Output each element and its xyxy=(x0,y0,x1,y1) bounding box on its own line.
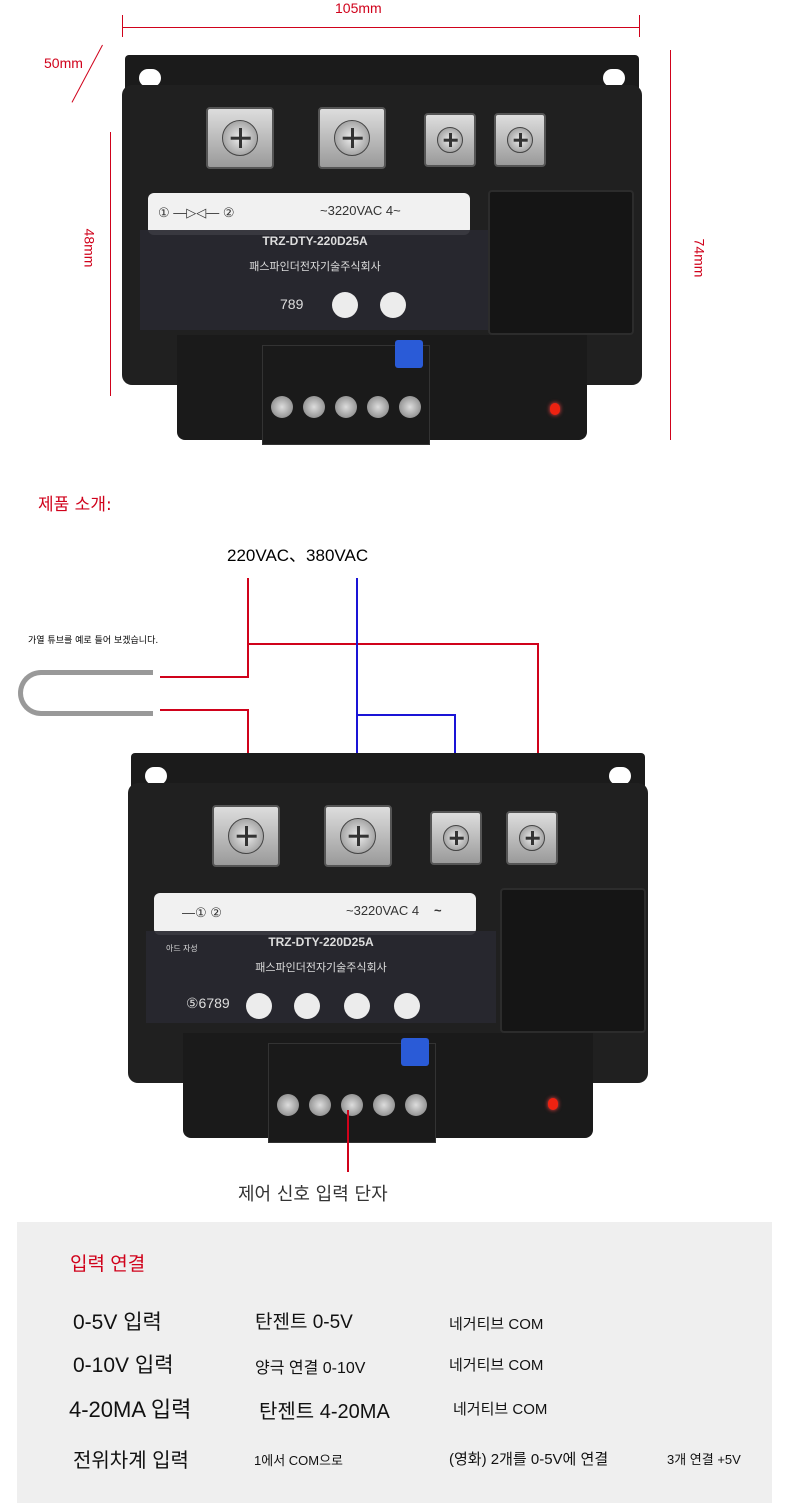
depth-dimension: 50mm xyxy=(44,55,83,71)
pot-plus5v: 3개 연결 +5V xyxy=(667,1452,741,1467)
row-name: 0-5V 입력 xyxy=(73,1311,162,1334)
voltage-label: ~3220VAC 4 xyxy=(346,903,420,918)
terminal-label: ① —▷◁— ② ~3220VAC 4~ xyxy=(148,193,470,235)
panel-title: 입력 연결 xyxy=(70,1254,146,1275)
width-dimension: 105mm xyxy=(335,0,382,16)
length-dimension: 74mm xyxy=(691,238,708,278)
potentiometer-icon xyxy=(395,340,423,368)
screw-icon xyxy=(443,825,469,851)
terminal-1 xyxy=(206,107,274,169)
screw-icon xyxy=(222,120,258,156)
row-negative: 네거티브 COM xyxy=(449,1357,544,1374)
terminal-symbol: ① —▷◁— ② xyxy=(158,205,235,220)
dim-tick xyxy=(639,15,640,37)
terminal-2 xyxy=(318,107,386,169)
row-name: 0-10V 입력 xyxy=(73,1354,174,1377)
led-indicator xyxy=(548,1098,558,1110)
screw-icon xyxy=(340,818,376,854)
pot-wiper: (영화) 2개를 0-5V에 연결 xyxy=(449,1451,609,1468)
tilde: ~ xyxy=(434,903,442,918)
depth-dimension-line xyxy=(71,44,103,103)
company-name: 패스파인더전자기술주식회사 xyxy=(255,962,387,974)
transformer-cover xyxy=(500,888,646,1033)
width-dimension-line xyxy=(122,27,640,28)
intro-title: 제품 소개: xyxy=(38,495,112,515)
row-positive: 탄젠트 4-20MA xyxy=(259,1401,390,1423)
side-text: 아드 자성 xyxy=(166,944,198,953)
heater-note: 가열 튜브를 예로 들어 보겠습니다. xyxy=(28,636,159,646)
row-name: 4-20MA 입력 xyxy=(69,1397,192,1422)
terminal-4 xyxy=(494,113,546,167)
wire xyxy=(356,714,456,716)
transformer-cover xyxy=(488,190,634,335)
screw-icon xyxy=(519,825,545,851)
wire xyxy=(247,643,539,645)
height-dimension: 48mm xyxy=(81,228,98,268)
model-plate: TRZ-DTY-220D25A 패스파인더전자기술주식회사 789 xyxy=(140,230,490,330)
voltage-label: ~3220VAC 4~ xyxy=(320,203,401,218)
row-negative: 네거티브 COM xyxy=(453,1401,548,1418)
input-connection-panel: 입력 연결 0-5V 입력 탄젠트 0-5V 네거티브 COM 0-10V 입력… xyxy=(17,1222,772,1503)
pin-numbers: ⑤6789 xyxy=(186,995,230,1011)
ssr-module-wiring: —① ② ~3220VAC 4 ~ 아드 자성 TRZ-DTY-220D25A … xyxy=(128,753,648,1143)
screw-icon xyxy=(334,120,370,156)
led-indicator xyxy=(550,403,560,415)
supply-label: 220VAC、380VAC xyxy=(227,546,369,565)
screw-icon xyxy=(228,818,264,854)
terminal-3 xyxy=(424,113,476,167)
pot-com: 1에서 COM으로 xyxy=(254,1453,344,1468)
heater-tube-icon xyxy=(18,670,153,716)
ssr-module-top: ① —▷◁— ② ~3220VAC 4~ TRZ-DTY-220D25A 패스파… xyxy=(122,55,642,445)
company-name: 패스파인더전자기술주식회사 xyxy=(249,261,381,273)
row-positive: 양극 연결 0-10V xyxy=(255,1360,366,1377)
screw-icon xyxy=(507,127,533,153)
pin-numbers: 789 xyxy=(280,296,304,312)
wire xyxy=(537,643,539,828)
row-negative: 네거티브 COM xyxy=(449,1316,544,1333)
potentiometer-icon xyxy=(401,1038,429,1066)
control-terminal-label: 제어 신호 입력 단자 xyxy=(238,1184,388,1205)
pot-name: 전위차계 입력 xyxy=(73,1450,189,1472)
model-number: TRZ-DTY-220D25A xyxy=(268,935,374,949)
wire-l1 xyxy=(247,578,249,678)
screw-icon xyxy=(437,127,463,153)
terminal-label: —① ② ~3220VAC 4 ~ xyxy=(154,893,476,935)
length-dimension-line xyxy=(670,50,671,440)
row-positive: 탄젠트 0-5V xyxy=(255,1312,353,1333)
model-number: TRZ-DTY-220D25A xyxy=(262,234,368,248)
wire xyxy=(160,676,249,678)
wire xyxy=(160,709,249,711)
model-plate: 아드 자성 TRZ-DTY-220D25A 패스파인더전자기술주식회사 ⑤678… xyxy=(146,931,496,1023)
dim-tick xyxy=(122,15,123,37)
wire-neutral xyxy=(356,578,358,828)
terminal-symbol: —① ② xyxy=(182,905,222,920)
height-dimension-line xyxy=(110,132,111,396)
control-wire xyxy=(347,1110,349,1172)
